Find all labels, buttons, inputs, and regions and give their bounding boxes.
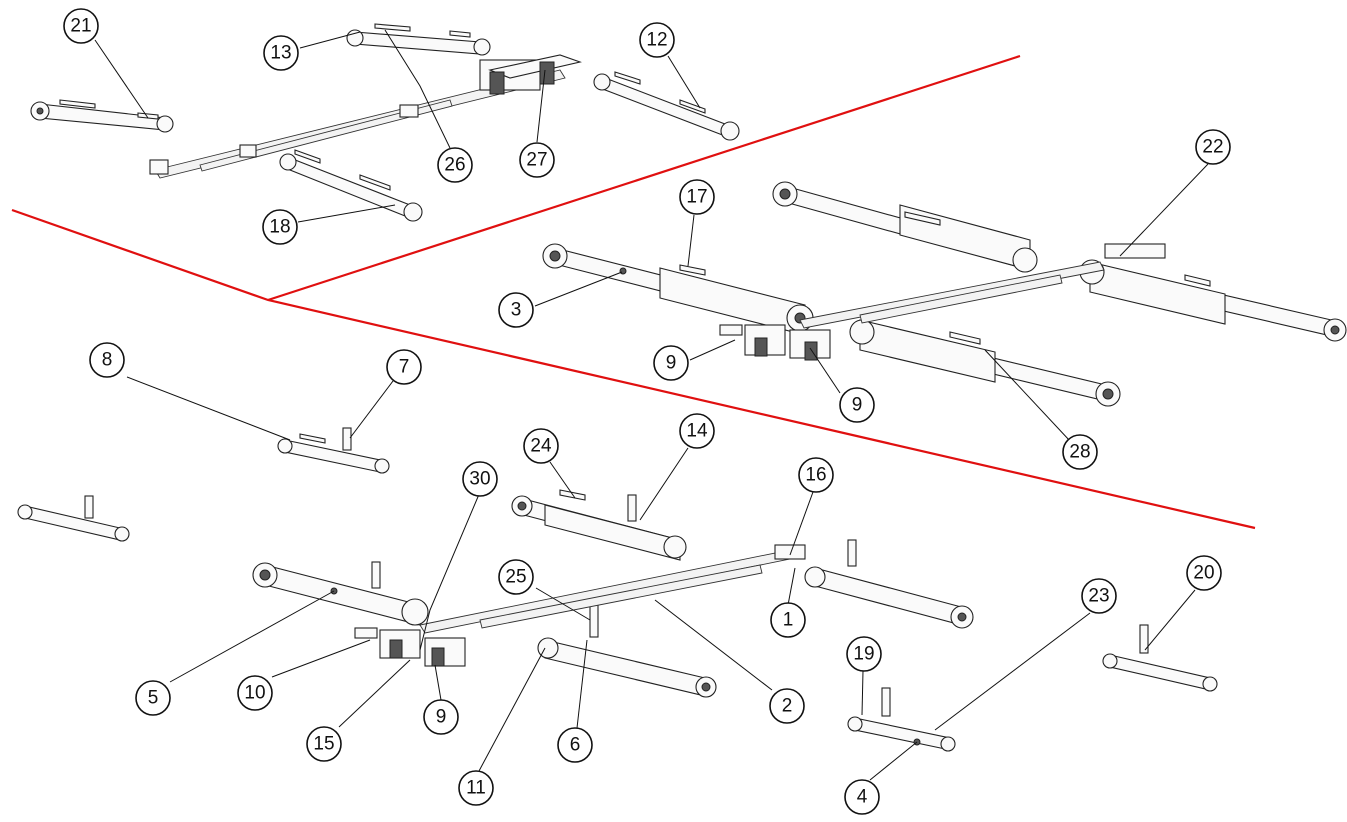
callout-12: 12 [639, 22, 675, 58]
hydraulic-line-rail [354, 544, 806, 667]
callout-label: 19 [853, 644, 874, 665]
callout-label: 13 [270, 43, 291, 64]
callout-8: 8 [89, 342, 125, 378]
hydraulic-cylinder [252, 561, 429, 626]
callout-23: 23 [1081, 578, 1117, 614]
callout-label: 7 [399, 357, 410, 378]
callout-11: 11 [458, 770, 494, 806]
callout-27: 27 [519, 142, 555, 178]
callout-label: 27 [526, 150, 547, 171]
hydraulic-line-rail [149, 54, 582, 179]
hydraulic-line-rail [719, 243, 1166, 361]
callout-label: 12 [646, 30, 667, 51]
callout-label: 14 [686, 421, 708, 442]
callout-2: 2 [769, 688, 805, 724]
callout-21: 21 [63, 8, 99, 44]
cylinder-assembly-lower [17, 427, 1218, 752]
callout-label: 8 [102, 350, 113, 371]
callout-4: 4 [844, 779, 880, 815]
hydraulic-cylinder [1079, 259, 1347, 342]
callout-26: 26 [437, 147, 473, 183]
callout-label: 21 [70, 16, 91, 37]
callout-label: 16 [805, 465, 826, 486]
callout-14: 14 [679, 413, 715, 449]
hydraulic-cylinder [847, 687, 956, 752]
callout-6: 6 [557, 727, 593, 763]
callout-13: 13 [263, 35, 299, 71]
callout-label: 22 [1202, 137, 1223, 158]
callout-9-lower: 9 [423, 699, 459, 735]
cylinder-assembly-top-left [30, 23, 740, 222]
hydraulic-cylinder [1102, 624, 1218, 692]
hydraulic-cylinder [511, 489, 687, 561]
callout-24: 24 [523, 428, 559, 464]
callout-16: 16 [798, 457, 834, 493]
callout-3: 3 [498, 292, 534, 328]
callout-label: 1 [783, 610, 794, 631]
hydraulic-cylinder [593, 71, 740, 141]
callout-22: 22 [1195, 129, 1231, 165]
callout-label: 3 [511, 300, 522, 321]
hydraulic-cylinder [804, 539, 974, 629]
callout-30: 30 [462, 461, 498, 497]
callout-28: 28 [1062, 434, 1098, 470]
divider-line-lower [11, 208, 1256, 530]
callout-label: 25 [505, 567, 526, 588]
hydraulic-cylinder [30, 99, 174, 133]
callout-20: 20 [1186, 555, 1222, 591]
callout-label: 23 [1088, 586, 1109, 607]
callout-label: 26 [444, 155, 465, 176]
callout-18: 18 [262, 209, 298, 245]
callout-label: 9 [666, 353, 677, 374]
callout-17: 17 [679, 179, 715, 215]
hydraulic-cylinder [277, 427, 390, 474]
callout-label: 28 [1069, 442, 1090, 463]
callout-label: 18 [269, 217, 290, 238]
callout-label: 30 [469, 469, 490, 490]
part-number-callouts: 21 13 12 26 27 18 22 17 3 9 9 28 8 7 30 … [63, 8, 1231, 815]
callout-10: 10 [237, 675, 273, 711]
hydraulic-cylinder [346, 23, 491, 56]
callout-9-upper-left: 9 [653, 345, 689, 381]
callout-15: 15 [306, 726, 342, 762]
hydraulic-cylinder [772, 181, 1038, 273]
callout-label: 9 [436, 707, 447, 728]
callout-7: 7 [386, 349, 422, 385]
cylinder-assembly-right-middle [542, 181, 1347, 407]
callout-5: 5 [135, 680, 171, 716]
callout-label: 6 [570, 735, 581, 756]
callout-19: 19 [846, 636, 882, 672]
section-divider-lines [11, 54, 1256, 530]
callout-label: 4 [857, 787, 868, 808]
callout-label: 20 [1193, 563, 1214, 584]
callout-label: 24 [530, 436, 552, 457]
hydraulic-cylinder [279, 149, 423, 222]
callout-label: 11 [466, 778, 486, 799]
callout-label: 17 [686, 187, 707, 208]
callout-label: 9 [852, 395, 863, 416]
callout-label: 10 [244, 683, 265, 704]
hydraulic-cylinder [537, 604, 717, 698]
callout-label: 2 [782, 696, 793, 717]
callout-25: 25 [498, 559, 534, 595]
callout-label: 15 [313, 734, 334, 755]
hydraulic-cylinder [17, 495, 130, 542]
hydraulic-cylinder [542, 243, 814, 336]
callout-9-upper-right: 9 [839, 387, 875, 423]
callout-label: 5 [148, 688, 159, 709]
leader-lines [94, 29, 1209, 781]
hydraulic-cylinder [849, 319, 1121, 407]
callout-1: 1 [770, 602, 806, 638]
divider-line-upper [267, 54, 1021, 302]
